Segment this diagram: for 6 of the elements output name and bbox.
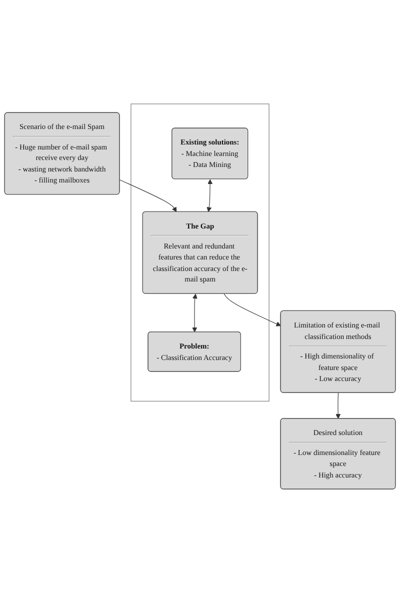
arrow	[224, 293, 282, 326]
arrow	[119, 180, 177, 212]
arrow	[336, 392, 341, 419]
arrow	[192, 294, 198, 332]
cluster	[130, 104, 270, 402]
arrow	[206, 179, 213, 212]
